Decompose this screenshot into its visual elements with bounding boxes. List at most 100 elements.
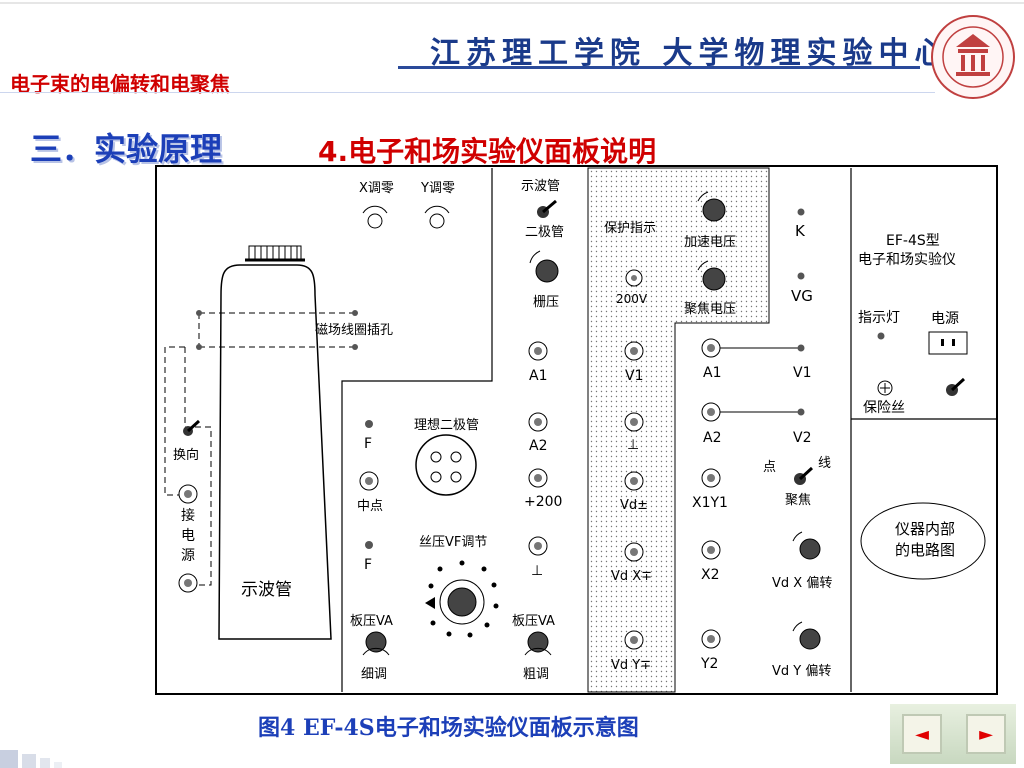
ground-left-jack <box>528 536 548 556</box>
ideal-diode-socket-icon <box>415 434 477 496</box>
ground-mid-jack <box>624 412 644 432</box>
x1y1-label: X1Y1 <box>692 495 728 511</box>
a1-left-jack <box>528 341 548 361</box>
plate-coarse-label: 粗调 <box>523 667 549 682</box>
f-top-label: F <box>364 436 372 452</box>
filament-knob-icon <box>425 560 499 638</box>
plate-fine-title-label: 板压VA <box>350 614 393 629</box>
grid-voltage-label: 栅压 <box>533 295 559 310</box>
a2-right-jack <box>701 402 721 422</box>
ground-left-label: ⊥ <box>531 563 543 579</box>
a1-right-jack <box>701 338 721 358</box>
vd-x-pm-jack <box>624 542 644 562</box>
reverse-label: 换向 <box>173 447 199 463</box>
focus-voltage-knob-icon <box>697 260 726 291</box>
vd-y-deflect-label: Vd Y 偏转 <box>772 664 831 679</box>
power-socket-icon <box>928 331 968 355</box>
center-point-label: 中点 <box>357 499 383 514</box>
internal-circuit-label-1: 仪器内部 <box>895 520 955 538</box>
dot-mode-label: 点 <box>763 460 776 475</box>
model-label: EF-4S型 <box>886 233 940 249</box>
x2-jack <box>701 540 721 560</box>
plus200-label: +200 <box>524 494 562 510</box>
a2-right-label: A2 <box>703 430 721 446</box>
plate-coarse-knob-icon <box>524 631 552 656</box>
a1-left-label: A1 <box>529 368 547 384</box>
power-jack-bottom <box>178 573 198 593</box>
vd-y-pm-label: Vd Y∓ <box>611 658 651 673</box>
x-zero-label: X调零 <box>359 181 394 196</box>
focus-voltage-label: 聚焦电压 <box>684 302 736 317</box>
v2-right-label: V2 <box>793 430 811 446</box>
vd-pm-jack <box>624 471 644 491</box>
v1-mid-jack <box>624 341 644 361</box>
next-slide-button[interactable]: ► <box>966 714 1006 754</box>
header-rule <box>398 66 920 69</box>
diode-switch-label: 二极管 <box>525 225 564 240</box>
connect-power-label-1: 接 <box>181 507 195 524</box>
power-label: 电源 <box>931 311 959 327</box>
device-name-label: 电子和场实验仪 <box>858 252 956 268</box>
internal-circuit-label-2: 的电路图 <box>895 541 955 559</box>
tube-label: 示波管 <box>241 580 292 600</box>
focus-mode-label: 聚焦 <box>785 493 811 508</box>
y2-label: Y2 <box>700 656 718 672</box>
x1y1-jack <box>701 468 721 488</box>
vd-x-deflect-knob-icon <box>792 531 821 560</box>
figure-caption: 图4 EF-4S电子和场实验仪面板示意图 <box>258 715 639 741</box>
corner-decoration <box>0 750 62 768</box>
y2-jack <box>701 629 721 649</box>
x-zero-knob-icon <box>362 205 388 229</box>
header-divider <box>0 92 935 93</box>
a1-right-label: A1 <box>703 365 721 381</box>
filament-adjust-label: 丝压VF调节 <box>419 535 487 550</box>
next-arrow-icon: ► <box>979 723 993 745</box>
f-bottom-label: F <box>364 557 372 573</box>
y-zero-label: Y调零 <box>420 181 455 196</box>
a2-left-label: A2 <box>529 438 547 454</box>
v200-label: 200V <box>616 292 648 306</box>
ideal-diode-label: 理想二极管 <box>414 417 479 433</box>
vd-pm-label: Vd± <box>620 498 648 513</box>
plate-coarse-title-label: 板压VA <box>512 614 555 629</box>
connect-power-label-2: 电 <box>181 528 195 544</box>
ground-mid-label: ⊥ <box>627 437 639 453</box>
university-seal-logo <box>931 15 1015 99</box>
top-border <box>0 2 1024 4</box>
fuse-label: 保险丝 <box>863 400 905 416</box>
section-subtitle: 4.电子和场实验仪面板说明 <box>318 135 657 168</box>
plus200-jack <box>528 468 548 488</box>
section-title: 三．实验原理 <box>30 130 223 168</box>
vg-terminal-label: VG <box>791 287 813 305</box>
accel-voltage-label: 加速电压 <box>684 235 736 250</box>
v200-jack <box>625 269 643 287</box>
protect-indicator-label: 保护指示 <box>604 221 656 236</box>
vd-x-deflect-label: Vd X 偏转 <box>772 576 832 591</box>
coil-jack-label: 磁场线圈插孔 <box>315 323 393 338</box>
vd-y-pm-jack <box>624 630 644 650</box>
x2-label: X2 <box>701 567 720 583</box>
instrument-panel-diagram: X调零 Y调零 示波管 二极管 栅压 保护指示 加速电压 聚焦电压 200V 磁… <box>155 165 998 695</box>
line-mode-label: 线 <box>818 456 831 471</box>
dot-line-switch-icon <box>794 466 814 485</box>
vd-y-deflect-knob-icon <box>792 621 821 650</box>
prev-slide-button[interactable]: ◄ <box>902 714 942 754</box>
fuse-icon <box>877 380 893 396</box>
tube-switch-label: 示波管 <box>521 179 560 194</box>
y-zero-knob-icon <box>424 205 450 229</box>
power-switch-icon <box>946 377 966 396</box>
plate-fine-knob-icon <box>362 631 390 656</box>
power-jack-top <box>178 484 198 504</box>
reverse-switch-icon <box>183 419 201 436</box>
indicator-lamp-label: 指示灯 <box>858 310 900 326</box>
a2-left-jack <box>528 412 548 432</box>
plate-fine-label: 细调 <box>361 667 387 682</box>
tube-diode-switch-icon <box>537 199 557 218</box>
vd-x-pm-label: Vd X∓ <box>611 569 652 584</box>
k-terminal-label: K <box>795 222 806 240</box>
connect-power-label-3: 源 <box>181 548 195 564</box>
institution-banner: 江苏理工学院 大学物理实验中心 <box>430 36 951 71</box>
prev-arrow-icon: ◄ <box>915 723 929 745</box>
v1-mid-label: V1 <box>625 368 643 384</box>
oscilloscope-tube-drawing <box>218 245 332 640</box>
